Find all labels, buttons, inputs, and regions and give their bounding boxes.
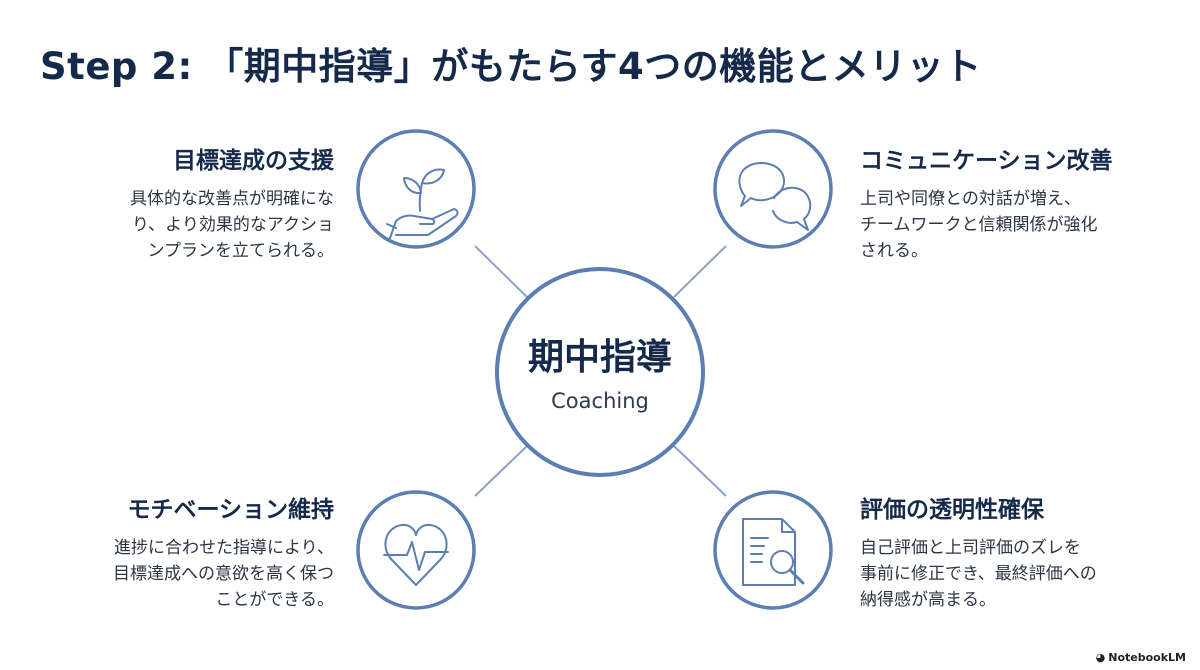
connector-top-right bbox=[673, 245, 727, 298]
feature-motivation: モチベーション維持 進捗に合わせた指導により、 目標達成への意欲を高く保つ こと… bbox=[113, 495, 334, 613]
description-line: 目標達成への意欲を高く保つ bbox=[113, 564, 334, 584]
feature-description: 具体的な改善点が明確にな り、より効果的なアクショ ンプランを立てられる。 bbox=[130, 186, 334, 264]
feature-title: コミュニケーション改善 bbox=[860, 148, 1113, 174]
hub-label: 期中指導 Coaching bbox=[500, 335, 700, 413]
heart-pulse-icon bbox=[383, 523, 449, 586]
hub-title: 期中指導 bbox=[527, 337, 672, 378]
feature-title: 評価の透明性確保 bbox=[860, 497, 1044, 523]
description-line: ことができる。 bbox=[215, 590, 334, 610]
description-line: り、より効果的なアクショ bbox=[131, 215, 334, 235]
description-line: 上司や同僚との対話が増え、 bbox=[860, 189, 1081, 209]
feature-description: 進捗に合わせた指導により、 目標達成への意欲を高く保つ ことができる。 bbox=[113, 535, 334, 613]
description-line: 具体的な改善点が明確にな bbox=[130, 189, 334, 209]
description-line: チームワークと信頼関係が強化 bbox=[860, 215, 1098, 235]
feature-goal-support: 目標達成の支援 具体的な改善点が明確にな り、より効果的なアクショ ンプランを立… bbox=[130, 146, 334, 264]
node-circle-bottom-left bbox=[356, 490, 476, 610]
logo-label: NotebookLM bbox=[1108, 651, 1186, 664]
notebooklm-logo: ◕NotebookLM bbox=[1096, 651, 1186, 664]
node-circle-top-left bbox=[356, 129, 476, 249]
feature-communication: コミュニケーション改善 上司や同僚との対話が増え、 チームワークと信頼関係が強化… bbox=[860, 146, 1113, 264]
feature-description: 上司や同僚との対話が増え、 チームワークと信頼関係が強化 される。 bbox=[860, 186, 1113, 264]
hub-subtitle: Coaching bbox=[551, 389, 649, 413]
connector-top-left bbox=[474, 245, 528, 298]
plant-in-hand-icon bbox=[386, 168, 459, 239]
feature-description: 自己評価と上司評価のズレを 事前に修正でき、最終評価への 納得感が高まる。 bbox=[860, 535, 1097, 613]
page-title: Step 2: 「期中指導」がもたらす4つの機能とメリット bbox=[40, 45, 982, 88]
feature-evaluation-transparency: 評価の透明性確保 自己評価と上司評価のズレを 事前に修正でき、最終評価への 納得… bbox=[860, 495, 1097, 613]
connector-bottom-right bbox=[673, 445, 727, 497]
connector-bottom-left bbox=[474, 445, 528, 497]
notebooklm-logo-icon: ◕ bbox=[1095, 651, 1106, 664]
connector-lines bbox=[474, 245, 727, 497]
description-line: 納得感が高まる。 bbox=[860, 590, 996, 610]
feature-title: モチベーション維持 bbox=[127, 497, 334, 523]
node-circle-bottom-right bbox=[713, 490, 833, 610]
node-circle-top-right bbox=[713, 129, 833, 249]
description-line: ンプランを立てられる。 bbox=[147, 241, 335, 261]
description-line: 自己評価と上司評価のズレを bbox=[860, 538, 1081, 558]
description-line: 進捗に合わせた指導により、 bbox=[114, 538, 334, 558]
hub-circle bbox=[495, 267, 705, 477]
feature-title: 目標達成の支援 bbox=[173, 148, 334, 174]
speech-bubbles-icon bbox=[738, 162, 812, 231]
description-line: される。 bbox=[860, 241, 928, 261]
document-magnifier-icon bbox=[742, 518, 805, 586]
description-line: 事前に修正でき、最終評価への bbox=[860, 564, 1097, 584]
